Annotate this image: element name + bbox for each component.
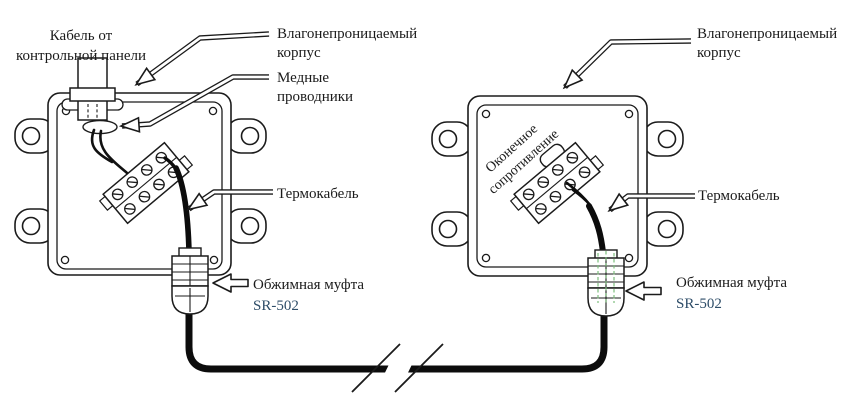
right-terminal-block [509, 141, 605, 225]
cable-break-gap [375, 344, 422, 393]
label-line: Термокабель [698, 188, 780, 204]
label-line: корпус [277, 45, 321, 61]
label-line: Влагонепроницаемый [697, 26, 838, 42]
label-line: корпус [697, 45, 741, 61]
left-junction-box [14, 57, 267, 276]
label-cable-from-panel: Кабель от контрольной панели [2, 26, 160, 66]
label-model-number: SR-502 [253, 298, 299, 314]
label-line: Кабель от [49, 28, 113, 44]
label-housing-right: Влагонепроницаемый корпус [697, 25, 837, 63]
control-panel-cable-entry [61, 57, 124, 135]
left-crimp-gland [171, 247, 209, 315]
arrow-copper-conductors [118, 74, 269, 133]
label-copper-conductors: Медные проводники [277, 69, 353, 107]
arrow-housing-left [134, 31, 270, 87]
cable-break-marks [351, 343, 444, 393]
label-housing-left: Влагонепроницаемый корпус [277, 25, 417, 63]
label-thermocable-left: Термокабель [277, 185, 359, 204]
label-line: Обжимная муфта [676, 275, 788, 291]
leader-arrows [118, 31, 695, 301]
arrow-crimp-left [212, 273, 249, 293]
arrow-housing-right [562, 38, 692, 90]
right-box-mounting-ears [431, 121, 684, 247]
label-crimp-left: Обжимная муфта SR-502 [253, 275, 364, 317]
external-thermocable [185, 306, 608, 393]
label-line: Влагонепроницаемый [277, 26, 418, 42]
arrow-thermocable-right [607, 192, 695, 213]
copper-wires [90, 128, 129, 175]
label-line: Обжимная муфта [253, 277, 365, 293]
label-line: Медные [277, 70, 329, 86]
label-crimp-right: Обжимная муфта SR-502 [676, 273, 787, 315]
label-line: проводники [277, 89, 354, 105]
label-line: контрольной панели [15, 48, 147, 64]
gland-highlight-marks [597, 251, 615, 303]
right-internal-thermocable [565, 181, 606, 255]
left-internal-thermocable [163, 156, 192, 255]
label-thermocable-right: Термокабель [698, 187, 780, 206]
arrow-thermocable-left [186, 189, 273, 212]
label-model-number: SR-502 [676, 296, 722, 312]
right-junction-box [431, 95, 684, 277]
right-box-lid-screws [481, 109, 634, 263]
label-line: Термокабель [277, 186, 359, 202]
right-crimp-gland [587, 249, 625, 317]
arrow-crimp-right [625, 281, 662, 301]
